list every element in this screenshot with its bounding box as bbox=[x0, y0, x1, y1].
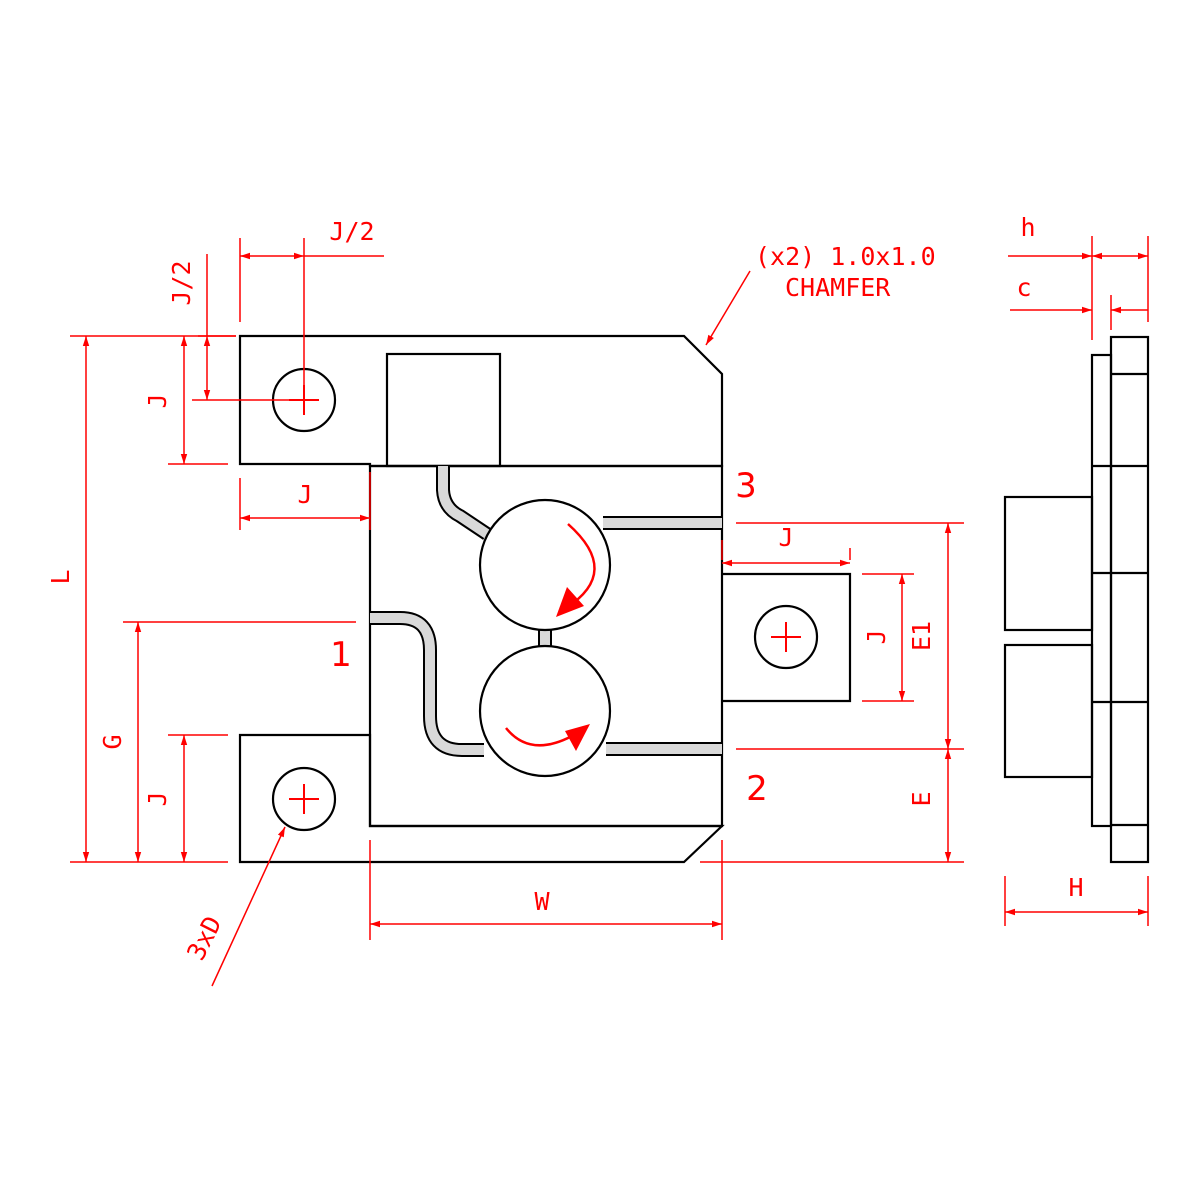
port-label-1: 1 bbox=[330, 635, 352, 675]
side-view bbox=[1003, 335, 1150, 864]
dim-label-l-overall: L bbox=[46, 569, 75, 584]
dim-label-g-offset: G bbox=[98, 734, 127, 749]
port-labels: 1 2 3 bbox=[330, 466, 768, 809]
dim-label-j-half-top: J/2 bbox=[329, 217, 374, 246]
side-substrate bbox=[1090, 353, 1113, 828]
dim-label-w-width: W bbox=[534, 887, 550, 916]
port-label-2: 2 bbox=[746, 769, 768, 809]
dim-label-j-left-lower: J bbox=[143, 791, 172, 806]
circulation-arrow-lower-icon bbox=[505, 727, 573, 747]
dim-label-j-right-vertical: J bbox=[862, 629, 891, 644]
dim-label-j-half-left: J/2 bbox=[167, 260, 196, 305]
dim-label-h-small: h bbox=[1020, 213, 1035, 242]
side-lower-block bbox=[1003, 643, 1094, 779]
dim-label-h-overall: H bbox=[1068, 873, 1083, 902]
side-substrate-divisions bbox=[1092, 464, 1148, 704]
trace-load-fill bbox=[438, 466, 490, 539]
dimension-lines bbox=[70, 236, 1149, 987]
dim-label-j-left-upper: J bbox=[143, 393, 172, 408]
dim-label-c-small: c bbox=[1016, 273, 1031, 302]
chamfer-note-line1: (x2) 1.0x1.0 bbox=[755, 242, 936, 271]
resistor-block bbox=[385, 352, 502, 468]
dim-label-j-right-horizontal: J bbox=[778, 523, 793, 552]
side-base-plate-steps bbox=[1111, 372, 1148, 827]
dim-label-j-under-tab: J bbox=[297, 480, 312, 509]
trace-port1-fill bbox=[370, 613, 484, 755]
dim-label-hole-callout: 3xD bbox=[181, 911, 227, 964]
dim-label-e: E bbox=[907, 791, 936, 806]
port-label-3: 3 bbox=[735, 466, 757, 506]
right-tab-outline bbox=[722, 572, 852, 703]
chamfer-note: (x2) 1.0x1.0 CHAMFER bbox=[755, 242, 936, 302]
side-upper-block bbox=[1003, 495, 1094, 632]
ferrite-disc-lower bbox=[478, 644, 612, 778]
mounting-hole-right bbox=[753, 604, 819, 670]
circulation-arrows bbox=[505, 523, 596, 751]
dim-label-e1: E1 bbox=[907, 621, 936, 651]
ferrite-disc-upper bbox=[478, 498, 612, 632]
side-base-plate bbox=[1109, 335, 1150, 864]
lower-flange-outline bbox=[238, 733, 725, 864]
mounting-hole-lower bbox=[271, 766, 337, 832]
chamfer-note-line2: CHAMFER bbox=[785, 273, 891, 302]
microstrip-traces bbox=[370, 466, 722, 757]
